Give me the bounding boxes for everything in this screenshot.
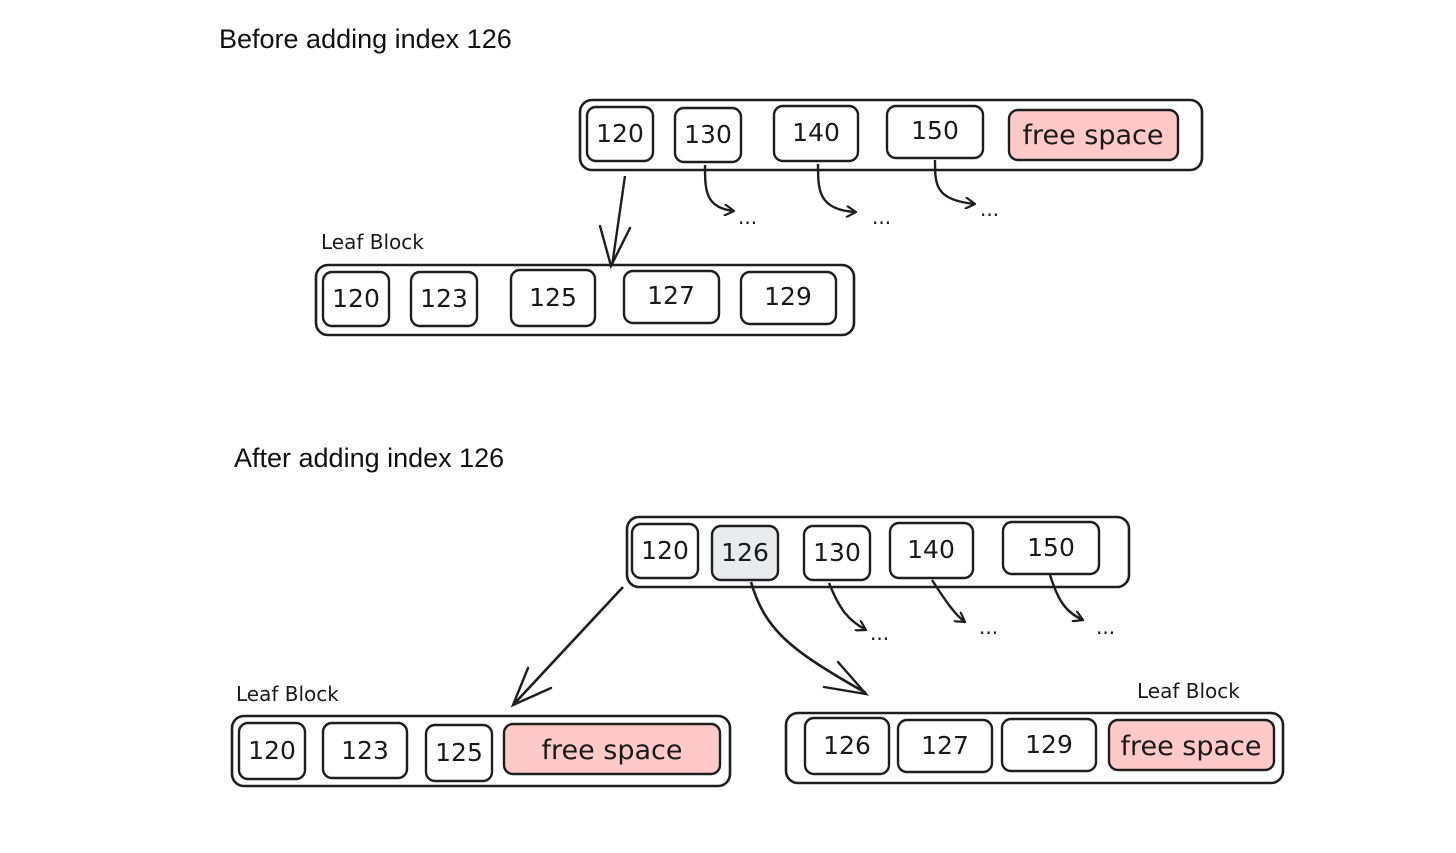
key-label: 125 [529,283,577,312]
key-label: 120 [596,119,644,148]
key-label: 120 [248,736,296,765]
leaf-block-outline [784,711,1285,785]
child-pointer-arrow [1048,574,1083,620]
key-cell: 120 [630,522,700,580]
key-label: 120 [641,536,689,565]
branch-block-outline [625,515,1131,589]
key-cell: 150 [885,104,985,160]
child-pointer-arrow [816,163,856,212]
key-label: 130 [813,538,861,567]
after-heading: After adding index 126 [234,443,505,473]
key-label: 129 [1025,730,1073,759]
key-label: 120 [332,284,380,313]
before-leaf-block: 120 123 125 127 129 [314,263,856,337]
key-cell: 120 [237,721,307,781]
leaf-block-label: Leaf Block [321,230,424,254]
arrow-head [822,660,870,696]
key-label: 140 [907,535,955,564]
child-placeholder: ... [979,615,998,639]
after-branch-block: 120 126 130 140 150 [625,515,1131,589]
new-key-cell: 126 [710,524,780,582]
key-label: 150 [911,116,959,145]
leaf-block-outline [314,263,856,337]
key-cell: 126 [803,716,891,776]
key-cell: 123 [321,721,409,780]
child-pointer-arrow [930,579,965,622]
key-label: 125 [435,738,483,767]
leaf-block-label: Leaf Block [236,682,339,706]
key-cell: 140 [772,104,860,163]
branch-block-outline [578,98,1204,172]
after-left-leaf-block: 120 123 125 free space [230,714,732,788]
arrow-head [510,666,553,708]
free-space-label: free space [1022,120,1163,151]
key-label: 140 [792,118,840,147]
key-cell: 127 [896,718,994,774]
child-placeholder: ... [1096,615,1115,639]
free-space-cell: free space [502,722,722,776]
key-label: 123 [420,284,468,313]
key-label: 150 [1027,533,1075,562]
child-placeholder: ... [870,621,889,645]
key-cell: 123 [409,270,479,328]
leaf-block-outline [230,714,732,788]
key-label: 129 [764,282,812,311]
key-cell: 120 [585,105,655,163]
leaf-block-label: Leaf Block [1137,679,1240,703]
key-cell: 127 [622,269,721,325]
key-cell: 150 [1001,520,1101,576]
child-placeholder: ... [980,197,999,221]
arrow-to-leaf [610,175,627,267]
child-pointer-arrow [933,159,975,204]
key-label: 126 [823,731,871,760]
key-cell: 130 [802,524,872,582]
key-label: 130 [684,120,732,149]
free-space-label: free space [1120,731,1261,762]
free-space-cell: free space [1007,108,1180,162]
key-cell: 129 [1000,717,1098,773]
child-pointer-arrow [827,582,866,630]
arrow-to-right-leaf [749,581,867,695]
arrow-to-left-leaf [513,586,624,705]
key-cell: 130 [673,106,743,164]
free-space-label: free space [541,735,682,766]
key-cell: 125 [424,723,494,783]
before-branch-block: 120 130 140 150 free space [578,98,1204,172]
key-cell: 120 [321,270,391,328]
key-cell: 140 [888,521,975,580]
child-pointer-arrow [703,164,734,211]
key-label: 126 [721,538,769,567]
key-label: 127 [647,281,695,310]
child-placeholder: ... [738,205,757,229]
key-label: 127 [921,731,969,760]
key-cell: 129 [739,270,838,326]
before-heading: Before adding index 126 [219,24,512,54]
key-label: 123 [341,736,389,765]
key-cell: 125 [509,268,597,328]
after-right-leaf-block: 126 127 129 free space [784,711,1285,785]
free-space-cell: free space [1107,718,1276,772]
child-placeholder: ... [872,205,891,229]
